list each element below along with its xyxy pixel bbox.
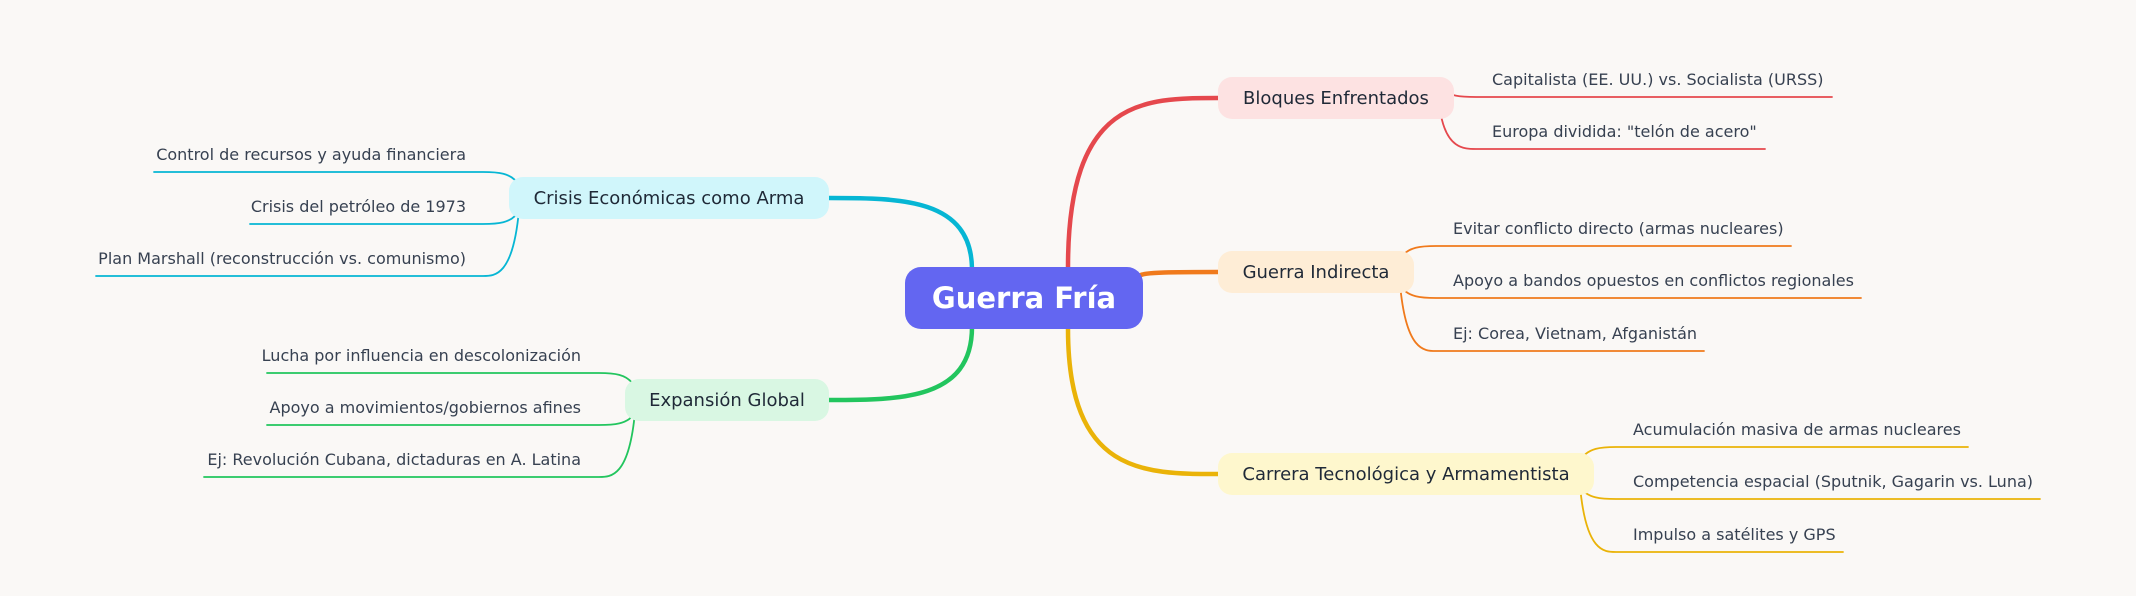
leaf-connector-expansion-2 [203,411,636,478]
leaf-item-indirecta-0[interactable]: Evitar conflicto directo (armas nucleare… [1453,219,1784,238]
branch-node-label: Expansión Global [649,389,805,411]
branch-connector-carrera [1065,326,1221,477]
leaf-item-indirecta-1[interactable]: Apoyo a bandos opuestos en conflictos re… [1453,271,1854,290]
leaf-item-crisis-2[interactable]: Plan Marshall (reconstrucción vs. comuni… [98,249,466,268]
leaf-connector-carrera-0 [1579,446,1969,463]
central-topic-label: Guerra Fría [931,281,1117,315]
leaf-connector-indirecta-2 [1399,283,1705,352]
leaf-item-bloques-1[interactable]: Europa dividida: "telón de acero" [1492,122,1757,141]
branch-node-label: Guerra Indirecta [1242,261,1390,283]
leaf-item-carrera-1[interactable]: Competencia espacial (Sputnik, Gagarin v… [1633,472,2033,491]
leaf-connector-indirecta-0 [1399,245,1792,261]
leaf-connector-crisis-0 [153,171,520,187]
branch-connector-bloques [1065,95,1221,270]
leaf-connector-carrera-2 [1579,485,1844,553]
branch-node-label: Carrera Tecnológica y Armamentista [1242,463,1570,485]
leaf-item-carrera-0[interactable]: Acumulación masiva de armas nucleares [1633,420,1961,439]
branch-connector-indirecta [1137,269,1221,279]
branch-node-label: Bloques Enfrentados [1243,87,1429,109]
leaf-connector-crisis-2 [95,209,520,277]
leaf-item-expansion-2[interactable]: Ej: Revolución Cubana, dictaduras en A. … [207,450,581,469]
leaf-item-bloques-0[interactable]: Capitalista (EE. UU.) vs. Socialista (UR… [1492,70,1824,89]
branch-node-expansion[interactable]: Expansión Global [625,379,829,421]
branch-connector-crisis [826,195,975,273]
leaf-item-indirecta-2[interactable]: Ej: Corea, Vietnam, Afganistán [1453,324,1698,343]
branch-node-bloques[interactable]: Bloques Enfrentados [1218,77,1454,119]
branch-connector-expansion [826,324,975,403]
branch-node-label: Crisis Económicas como Arma [533,187,805,209]
branch-node-crisis[interactable]: Crisis Económicas como Arma [509,177,829,219]
leaf-item-expansion-1[interactable]: Apoyo a movimientos/gobiernos afines [269,398,581,417]
central-topic-node[interactable]: Guerra Fría [905,267,1143,329]
leaf-connector-expansion-0 [266,372,636,389]
leaf-item-crisis-0[interactable]: Control de recursos y ayuda financiera [156,145,466,164]
branch-node-indirecta[interactable]: Guerra Indirecta [1218,251,1414,293]
leaf-item-carrera-2[interactable]: Impulso a satélites y GPS [1633,525,1836,544]
leaf-connector-bloques-1 [1439,109,1766,150]
branch-node-carrera[interactable]: Carrera Tecnológica y Armamentista [1218,453,1594,495]
leaf-item-expansion-0[interactable]: Lucha por influencia en descolonización [261,346,581,365]
leaf-item-crisis-1[interactable]: Crisis del petróleo de 1973 [250,197,466,216]
